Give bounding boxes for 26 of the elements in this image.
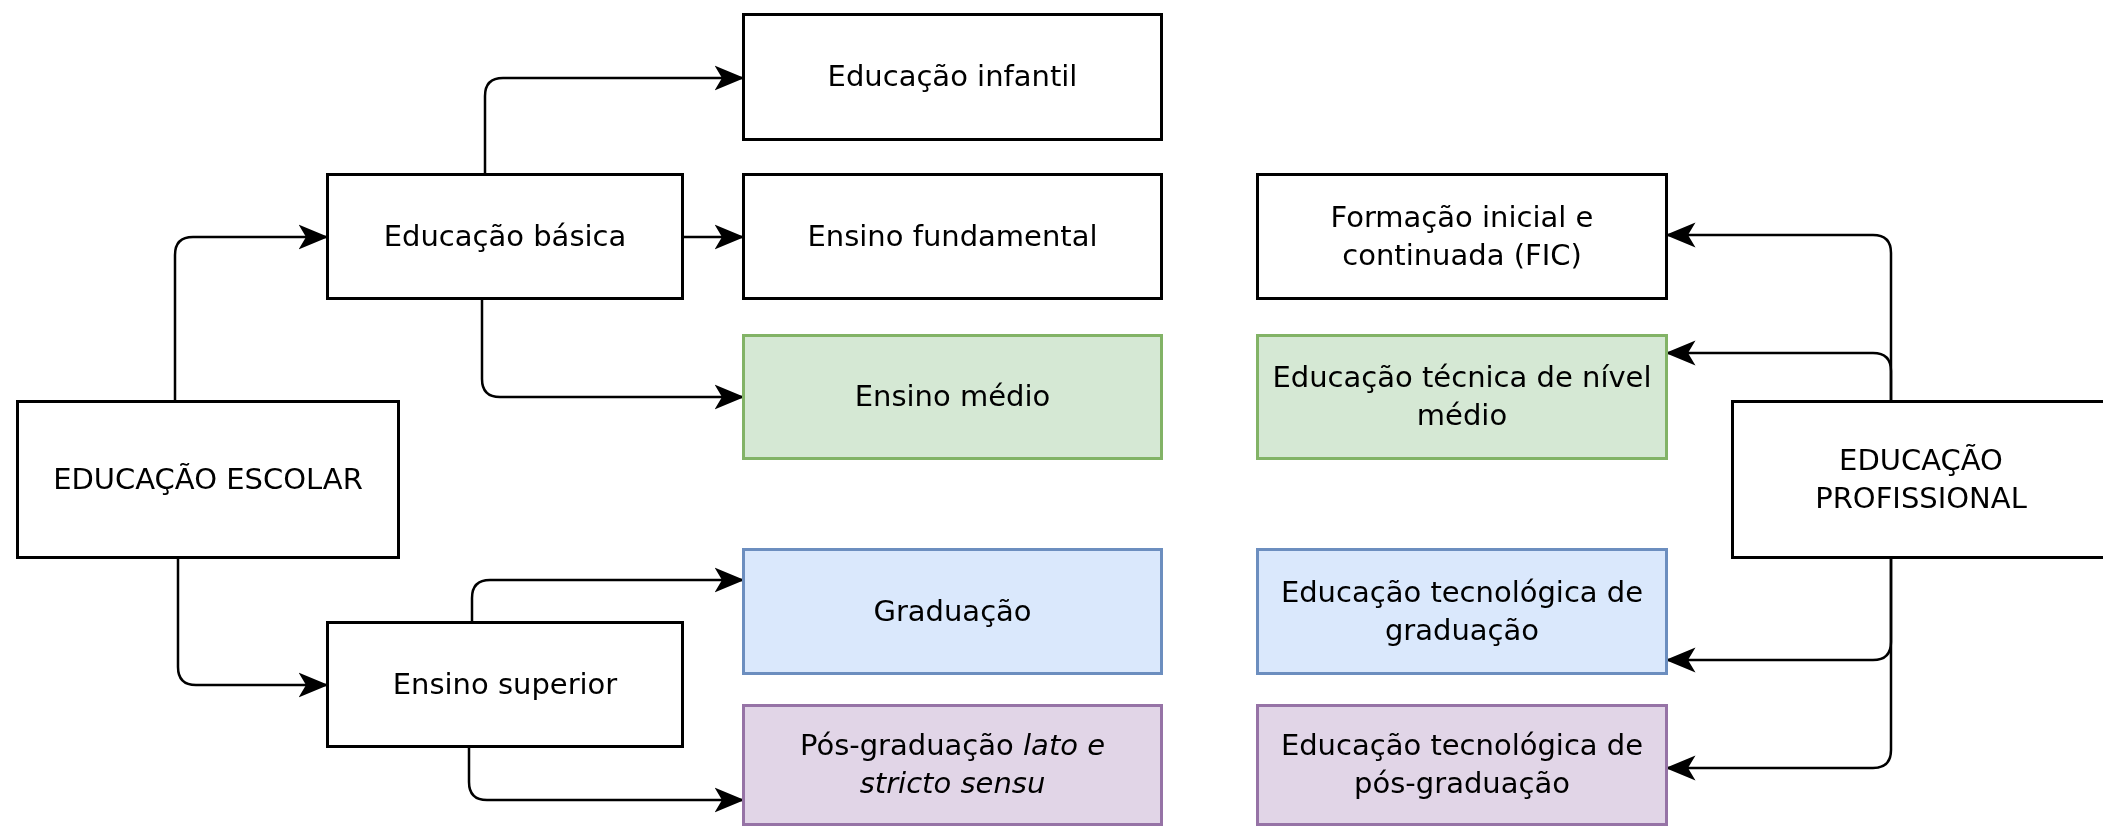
process-box: [742, 704, 1163, 826]
process-box: [1256, 173, 1668, 300]
node-label: Educação básica: [382, 217, 628, 255]
process-box: [16, 400, 400, 559]
node-label: EDUCAÇÃO PROFISSIONAL: [1814, 441, 2028, 517]
node-label: Formação inicial e continuada (FIC): [1329, 198, 1595, 274]
process-box: [1731, 400, 2103, 559]
node-label: Educação infantil: [826, 58, 1079, 96]
process-box: [1256, 548, 1668, 675]
node-label: Educação tecnológica de pós-graduação: [1279, 727, 1645, 802]
node-label: Educação tecnológica de graduação: [1279, 573, 1645, 649]
node-label: Educação técnica de nível médio: [1271, 359, 1653, 434]
process-box: [1256, 334, 1668, 460]
process-box: [742, 173, 1163, 300]
process-box: [326, 621, 684, 748]
node-label: EDUCAÇÃO ESCOLAR: [52, 460, 364, 498]
process-box: [742, 13, 1163, 141]
process-box: [742, 334, 1163, 460]
node-label: Graduação: [872, 592, 1033, 630]
node-label: Pós-graduação lato e stricto sensu: [798, 727, 1107, 802]
process-box: [1256, 704, 1668, 826]
process-box: [742, 548, 1163, 675]
node-label: Ensino superior: [391, 665, 619, 703]
node-label: Ensino fundamental: [806, 217, 1099, 255]
node-label: Ensino médio: [853, 378, 1052, 416]
process-box: [326, 173, 684, 300]
